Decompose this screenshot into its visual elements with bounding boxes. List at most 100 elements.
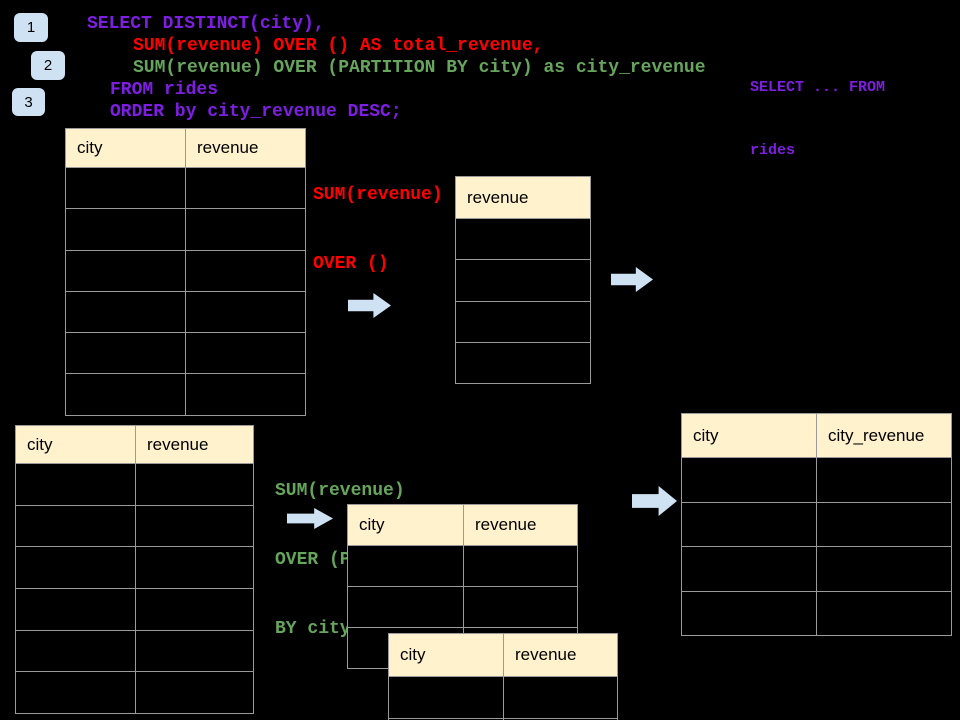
table-cell [817,502,952,547]
table-row [66,333,306,375]
sql-line-partition: SUM(revenue) OVER (PARTITION BY city) as… [133,58,706,78]
step-badge-1: 1 [14,13,48,42]
table-row [456,260,591,302]
table-cell [817,547,952,592]
table-cell [817,591,952,636]
sql-line-order-by: ORDER by city_revenue DESC; [110,102,402,122]
table-row [682,591,952,636]
table-cell [682,591,817,636]
table-cell [682,502,817,547]
sql-line-from: FROM rides [110,80,219,100]
annotation-line: SUM(revenue) [275,481,405,501]
table-row [456,301,591,343]
table-cell [348,587,464,628]
table-cell [16,672,136,715]
column-header: city [389,634,504,677]
column-header: revenue [504,634,618,677]
table-cell [136,589,254,631]
table-cell [186,291,306,334]
column-header: city [16,426,136,464]
table-row [682,458,952,503]
column-header: city_revenue [817,414,952,458]
table-cell [186,209,306,251]
column-header: revenue [464,505,578,546]
table-row [389,677,618,719]
table-cell [16,547,136,590]
table-row [16,505,254,548]
table-row [16,589,254,631]
side-note-line-1: SELECT ... FROM [750,79,886,96]
column-header: revenue [186,129,306,168]
table-cell [186,168,306,210]
table-cell [186,333,306,375]
table-row [16,630,254,673]
table-row [16,547,254,590]
table-row [66,291,306,334]
table-cell [136,505,254,548]
table-row [682,547,952,592]
right-arrow-icon [632,486,677,516]
table-cell [186,250,306,292]
table-row [456,219,591,261]
table-cell [66,333,186,375]
table-cell [389,677,504,719]
table-row [456,342,591,385]
table-cell [464,546,578,587]
table-cell [66,250,186,292]
table-cell [464,587,578,628]
right-arrow-icon [348,293,391,318]
table-cell [16,505,136,548]
table-cell [186,374,306,416]
column-header: city [348,505,464,546]
table-cell [16,464,136,506]
table-row [682,502,952,547]
table-cell [682,458,817,503]
table-cell [456,301,591,343]
table-row [16,464,254,506]
table-cell [66,168,186,210]
column-header: city [682,414,817,458]
table-cell [136,630,254,673]
table-header-row: revenue [456,177,591,219]
side-note: SELECT ... FROM rides [750,35,885,203]
table-cell [16,589,136,631]
sql-line-total-revenue: SUM(revenue) OVER () AS total_revenue, [133,36,544,56]
column-header: revenue [136,426,254,464]
step-badge-3: 3 [12,88,45,116]
side-note-line-2: rides [750,142,796,159]
table-row [66,250,306,292]
table-cell [16,630,136,673]
annotation-line: OVER () [313,254,389,274]
sql-code-block: SELECT DISTINCT(city), SUM(revenue) OVER… [0,13,706,123]
table-cell [682,547,817,592]
table-cell [66,209,186,251]
table-cell [136,547,254,590]
column-header: city [66,129,186,168]
table-row [66,374,306,416]
column-header: revenue [456,177,591,219]
table-cell [66,291,186,334]
table-cell [504,677,618,719]
sql-line-select: SELECT DISTINCT(city), [87,14,325,34]
table-row [66,168,306,210]
table-row [348,587,578,628]
table-cell [817,458,952,503]
table-row [16,672,254,715]
table-cell [456,260,591,302]
table-row [348,546,578,587]
table-cell [66,374,186,416]
step-badge-2: 2 [31,51,65,80]
annotation-line: SUM(revenue) [313,185,443,205]
table-cell [348,546,464,587]
total-revenue-table: revenue [455,176,591,385]
